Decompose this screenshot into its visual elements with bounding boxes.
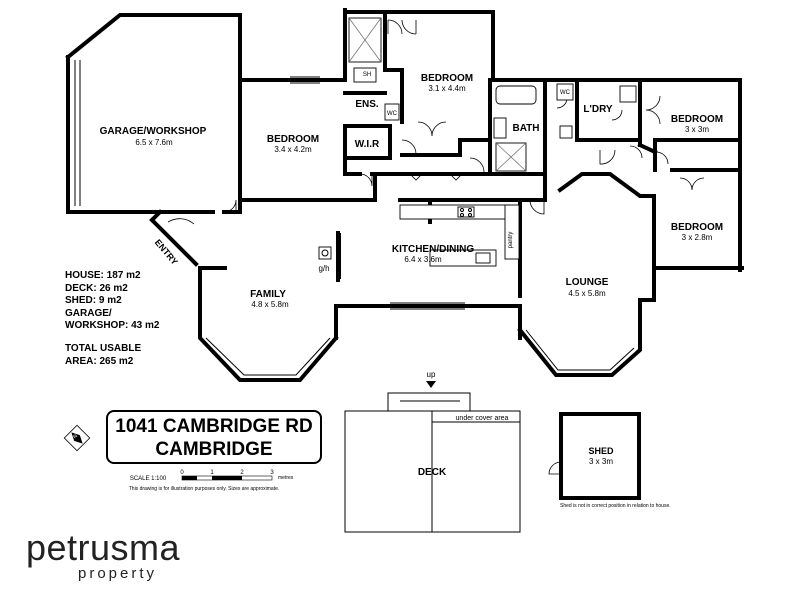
scale-tick-3: 3: [270, 470, 274, 476]
gh-label: g/h: [318, 264, 329, 273]
ensuite-wc-label: WC: [387, 111, 398, 117]
toilet-ensuite: [384, 103, 400, 121]
scale-disclaimer: This drawing is for illustration purpose…: [129, 486, 280, 492]
house-walls: [149, 8, 744, 382]
toilet-laundry: [556, 83, 574, 101]
bedroom3-name: BEDROOM: [671, 114, 723, 125]
bath-name: BATH: [512, 123, 539, 134]
deck: up under cover area DECK: [344, 370, 521, 533]
garage-walls: [65, 13, 242, 214]
deck-name: DECK: [418, 467, 447, 478]
brand-logo: petrusma property: [26, 530, 180, 582]
family-name: FAMILY: [250, 289, 286, 300]
stat-shed: SHED: 9 m2: [65, 295, 122, 307]
scale-tick-0: 0: [180, 470, 184, 476]
garage-name: GARAGE/WORKSHOP: [100, 126, 207, 137]
bedroom1-name: BEDROOM: [267, 134, 319, 145]
doors: [167, 19, 705, 225]
stat-garage-line2: WORKSHOP: 43 m2: [65, 320, 160, 332]
address-line1: 1041 CAMBRIDGE RD: [115, 416, 313, 437]
vanity-ensuite: [353, 67, 377, 83]
compass-label: N: [72, 433, 79, 440]
fireplace-wall: [336, 233, 341, 279]
laundry-name: L'DRY: [583, 104, 613, 115]
shed-walls: [559, 412, 641, 500]
up-label: up: [427, 370, 436, 379]
cooktop: [457, 206, 475, 218]
stat-house: HOUSE: 187 m2: [65, 270, 141, 281]
shed-name: SHED: [588, 446, 614, 456]
bedroom2-name: BEDROOM: [421, 73, 473, 84]
family-dim: 4.8 x 5.8m: [251, 300, 289, 309]
stat-garage-line1: GARAGE/: [65, 307, 112, 319]
room-labels: GARAGE/WORKSHOP 6.5 x 7.6m BEDROOM 3.4 x…: [100, 72, 723, 309]
bedroom2-dim: 3.1 x 4.4m: [428, 84, 466, 93]
area-summary: HOUSE: 187 m2 DECK: 26 m2 SHED: 9 m2 GAR…: [65, 270, 159, 368]
pantry-name: pantry: [508, 232, 514, 249]
stat-total-line2: AREA: 265 m2: [65, 355, 134, 367]
address-line2: CAMBRIDGE: [155, 439, 273, 460]
laundry-tub: [619, 85, 637, 103]
bedroom4-name: BEDROOM: [671, 222, 723, 233]
stat-total-line1: TOTAL USABLE: [65, 342, 142, 354]
stat-deck: DECK: 26 m2: [65, 282, 128, 294]
bedroom3-dim: 3 x 3m: [685, 125, 709, 134]
wir-name: W.I.R: [355, 139, 380, 150]
kitchen-dim: 6.4 x 3.6m: [404, 255, 442, 264]
kitchen-bench: [399, 204, 511, 220]
vanity-bath: [493, 117, 507, 139]
address-box: 1041 CAMBRIDGE RD CAMBRIDGE: [106, 410, 322, 464]
lounge-name: LOUNGE: [566, 277, 609, 288]
up-arrow-icon: [426, 381, 436, 388]
kitchen-name: KITCHEN/DINING: [392, 244, 474, 255]
lounge-dim: 4.5 x 5.8m: [568, 289, 606, 298]
gas-heater: [318, 246, 332, 260]
kitchen-sink: [475, 252, 491, 264]
shed: SHED 3 x 3m: [548, 412, 641, 500]
pantry-cupboard: [504, 204, 520, 260]
brand-sub: property: [78, 565, 158, 582]
bedroom4-dim: 3 x 2.8m: [682, 233, 713, 242]
scale-tick-2: 2: [240, 470, 244, 476]
garage-dim: 6.5 x 7.6m: [135, 138, 173, 147]
shed-note: Shed is not in correct position in relat…: [560, 503, 671, 509]
scale-tick-1: 1: [210, 470, 214, 476]
bathtub: [495, 85, 537, 105]
shed-dim: 3 x 3m: [589, 457, 613, 466]
fixtures: [318, 17, 637, 279]
bay-windows: [205, 76, 635, 376]
under-cover-label: under cover area: [456, 415, 509, 422]
scale-unit: metres: [278, 475, 294, 481]
laundry-wc-label: WC: [560, 90, 571, 96]
ensuite-shower-label: SH: [363, 72, 371, 78]
ensuite-name: ENS.: [355, 99, 379, 110]
compass-icon: N: [63, 424, 91, 452]
bedroom1-dim: 3.4 x 4.2m: [274, 145, 312, 154]
brand-name: petrusma: [26, 527, 181, 568]
scale-label: SCALE 1:100: [130, 476, 167, 482]
scale-bar: SCALE 1:100 0 1 2 3 metres This drawing …: [129, 470, 294, 492]
laundry-bench: [559, 125, 573, 139]
